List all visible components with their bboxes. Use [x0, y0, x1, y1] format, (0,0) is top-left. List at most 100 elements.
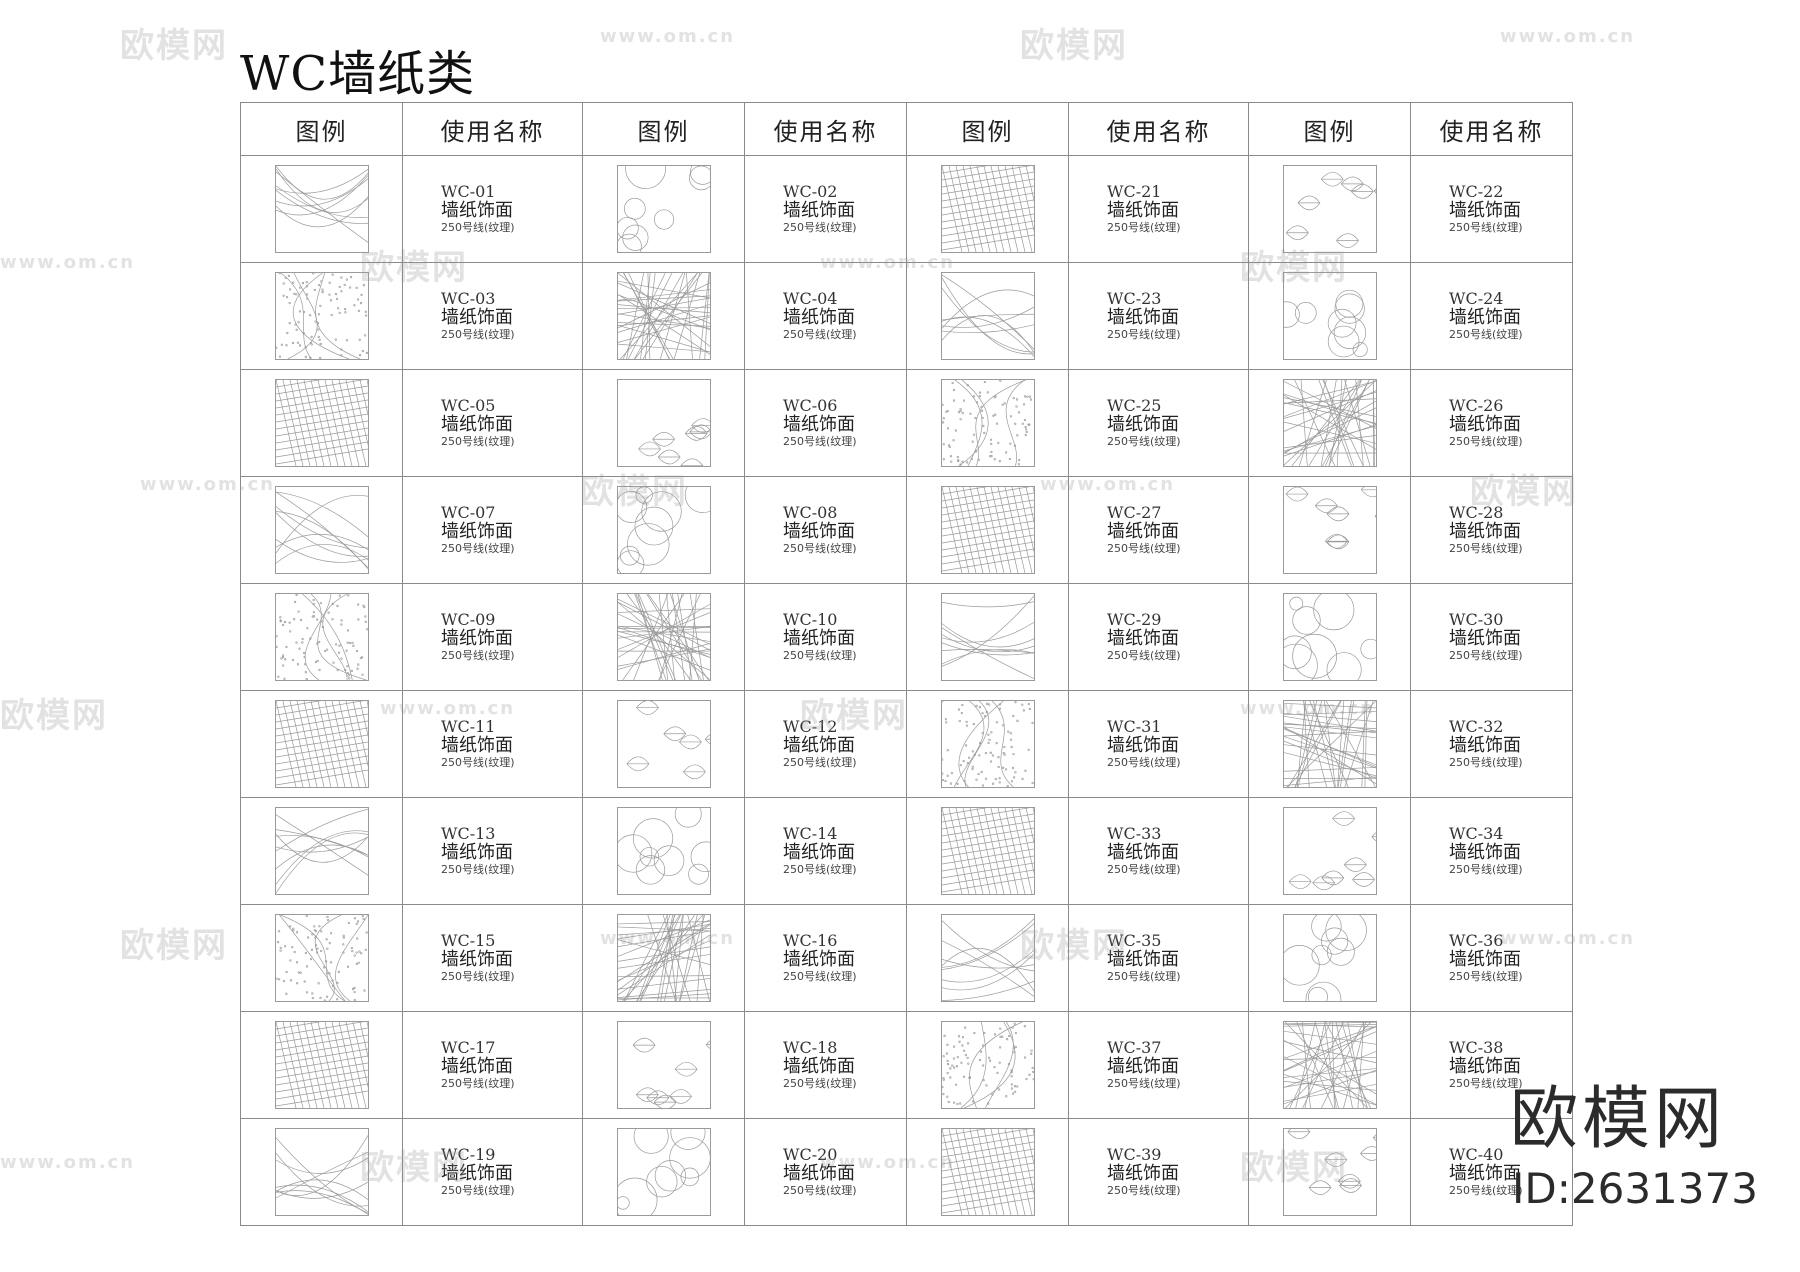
- material-spec: 250号线(纹理): [1107, 1184, 1181, 1197]
- legend-cell: [1248, 476, 1411, 584]
- material-spec: 250号线(纹理): [1107, 863, 1181, 876]
- material-spec: 250号线(纹理): [441, 435, 515, 448]
- texture-swatch: [274, 272, 369, 360]
- material-spec: 250号线(纹理): [1107, 542, 1181, 555]
- legend-cell: [240, 1118, 403, 1226]
- material-spec: 250号线(纹理): [1107, 435, 1181, 448]
- texture-swatch: [616, 1021, 711, 1109]
- texture-swatch: [616, 165, 711, 253]
- texture-pattern-icon: [637, 418, 710, 466]
- material-name: 墙纸饰面: [783, 200, 855, 221]
- material-code: WC-27: [1107, 503, 1162, 522]
- header-legend: 图例: [582, 102, 745, 156]
- watermark: 欧模网: [0, 696, 108, 736]
- texture-pattern-icon: [1287, 1129, 1376, 1195]
- texture-pattern-icon: [1283, 701, 1376, 787]
- material-name: 墙纸饰面: [441, 521, 513, 542]
- material-spec: 250号线(纹理): [441, 328, 515, 341]
- material-name: 墙纸饰面: [1107, 842, 1179, 863]
- material-spec: 250号线(纹理): [1107, 649, 1181, 662]
- texture-pattern-icon: [275, 1022, 368, 1108]
- material-name: 墙纸饰面: [441, 307, 513, 328]
- material-spec: 250号线(纹理): [441, 649, 515, 662]
- texture-swatch: [940, 1128, 1035, 1216]
- material-spec: 250号线(纹理): [1449, 435, 1523, 448]
- material-name: 墙纸饰面: [783, 949, 855, 970]
- legend-cell: [582, 797, 745, 905]
- texture-pattern-icon: [941, 274, 1034, 357]
- material-spec: 250号线(纹理): [1449, 756, 1523, 769]
- material-spec: 250号线(纹理): [441, 1184, 515, 1197]
- legend-cell: [582, 369, 745, 477]
- material-code: WC-12: [783, 717, 838, 736]
- material-spec: 250号线(纹理): [1449, 970, 1523, 983]
- material-name: 墙纸饰面: [441, 735, 513, 756]
- texture-pattern-icon: [941, 595, 1034, 679]
- texture-pattern-icon: [1283, 380, 1376, 466]
- legend-cell: [906, 797, 1069, 905]
- legend-cell: [582, 690, 745, 798]
- material-spec: 250号线(纹理): [783, 1184, 857, 1197]
- texture-pattern-icon: [617, 808, 710, 885]
- legend-cell: [1248, 369, 1411, 477]
- header-name: 使用名称: [744, 102, 907, 156]
- texture-pattern-icon: [275, 273, 368, 359]
- texture-swatch: [616, 914, 711, 1002]
- texture-swatch: [616, 272, 711, 360]
- texture-swatch: [1282, 272, 1377, 360]
- texture-pattern-icon: [1283, 594, 1376, 680]
- texture-swatch: [274, 486, 369, 574]
- material-code: WC-18: [783, 1038, 838, 1057]
- material-code: WC-36: [1449, 931, 1504, 950]
- watermark: www.om.cn: [0, 252, 136, 273]
- legend-cell: [1248, 797, 1411, 905]
- legend-cell: [582, 904, 745, 1012]
- material-name: 墙纸饰面: [1107, 735, 1179, 756]
- texture-swatch: [940, 1021, 1035, 1109]
- texture-pattern-icon: [275, 915, 368, 1001]
- material-spec: 250号线(纹理): [783, 649, 857, 662]
- texture-pattern-icon: [617, 915, 710, 1001]
- material-name: 墙纸饰面: [783, 1163, 855, 1184]
- material-name: 墙纸饰面: [1449, 628, 1521, 649]
- texture-pattern-icon: [941, 166, 1034, 252]
- legend-cell: [1248, 262, 1411, 370]
- texture-pattern-icon: [941, 1129, 1034, 1215]
- texture-swatch: [616, 1128, 711, 1216]
- material-code: WC-06: [783, 396, 838, 415]
- texture-swatch: [1282, 807, 1377, 895]
- legend-cell: [240, 369, 403, 477]
- texture-pattern-icon: [617, 273, 710, 359]
- material-code: WC-15: [441, 931, 496, 950]
- legend-cell: [906, 690, 1069, 798]
- texture-swatch: [940, 272, 1035, 360]
- material-name: 墙纸饰面: [783, 1056, 855, 1077]
- material-name: 墙纸饰面: [1107, 414, 1179, 435]
- texture-swatch: [274, 1021, 369, 1109]
- material-code: WC-24: [1449, 289, 1504, 308]
- material-name: 墙纸饰面: [1449, 949, 1521, 970]
- legend-cell: [906, 262, 1069, 370]
- texture-pattern-icon: [617, 1129, 710, 1215]
- texture-swatch: [1282, 379, 1377, 467]
- header-legend: 图例: [1248, 102, 1411, 156]
- texture-swatch: [274, 593, 369, 681]
- material-name: 墙纸饰面: [441, 628, 513, 649]
- texture-pattern-icon: [275, 808, 368, 894]
- texture-pattern-icon: [941, 487, 1034, 573]
- texture-swatch: [1282, 914, 1377, 1002]
- texture-swatch: [1282, 1128, 1377, 1216]
- material-code: WC-14: [783, 824, 838, 843]
